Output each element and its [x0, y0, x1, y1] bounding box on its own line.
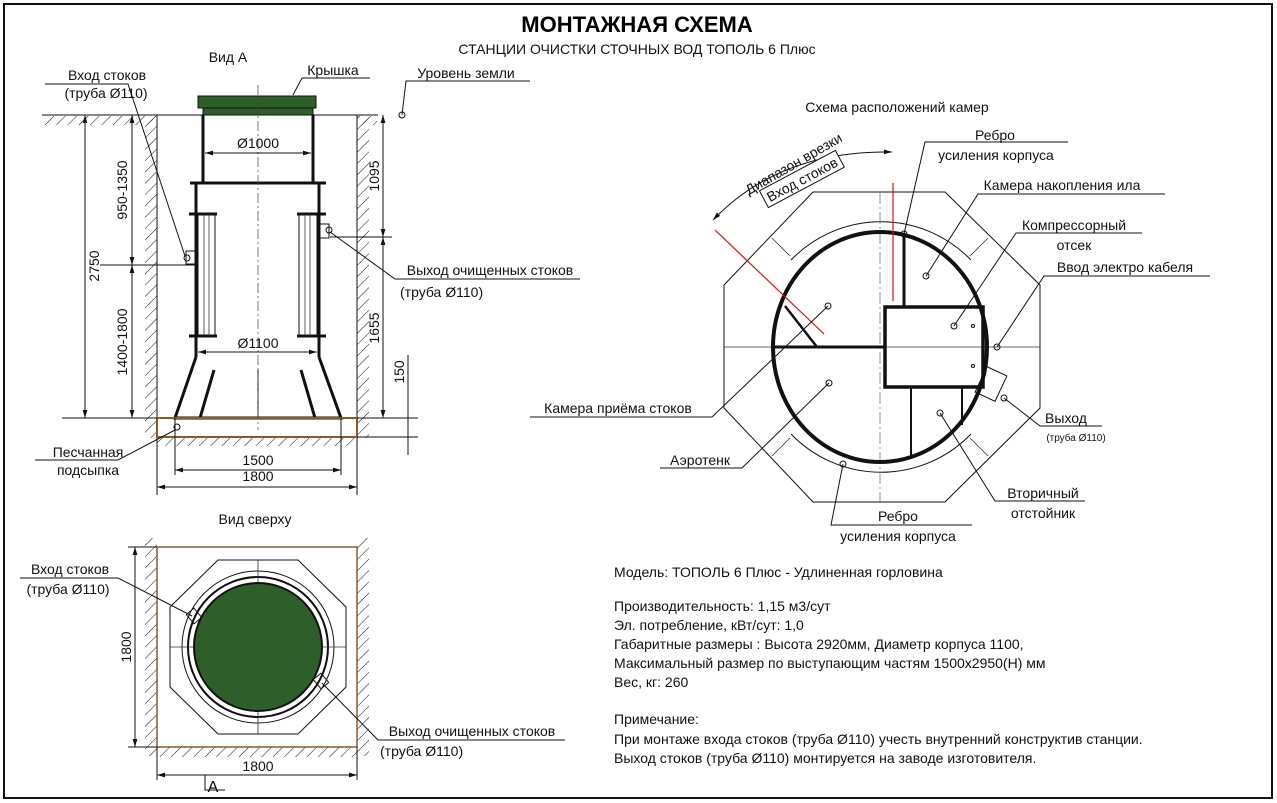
label-top-inlet: Вход стоков [31, 561, 109, 577]
spec-model: Модель: ТОПОЛЬ 6 Плюс - Удлиненная горло… [614, 564, 943, 580]
pit-wall-left-hatch [145, 116, 157, 438]
compressor-compartment [883, 305, 985, 389]
label-inlet-pipe: (труба Ø110) [64, 85, 147, 101]
dim-sand-thickness: 150 [391, 360, 407, 384]
sand-bedding [156, 417, 358, 438]
label-outlet-pipe: (труба Ø110) [1046, 432, 1105, 444]
spec-power: Эл. потребление, кВт/сут: 1,0 [614, 617, 804, 633]
spec-dimensions: Габаритные размеры : Высота 2920мм, Диам… [614, 636, 1024, 652]
outlet-pipe-stub [318, 223, 330, 239]
dim-pit-width: 1800 [242, 468, 273, 484]
dim-top-horizontal: 1800 [242, 758, 273, 774]
note-inlet: При монтаже входа стоков (труба Ø110) уч… [614, 731, 1143, 747]
top-view-title: Вид сверху [219, 511, 292, 527]
label-ground-level: Уровень земли [417, 65, 514, 81]
label-inlet: Вход стоков [68, 67, 146, 83]
dim-outlet-depth: 1095 [366, 160, 382, 191]
ground-hatch-left [45, 116, 157, 125]
cover-lid [197, 95, 317, 109]
label-sand-2: подсыпка [57, 462, 119, 478]
label-compressor: Компрессорный [1022, 217, 1126, 233]
chamber-layout-title: Схема расположений камер [805, 99, 989, 115]
label-top-outlet-pipe: (труба Ø110) [380, 743, 463, 759]
label-rib-bottom-2: усиления корпуса [840, 528, 956, 544]
dim-inlet-height: 1400-1800 [114, 308, 130, 375]
cut-range-arrow [712, 149, 893, 221]
label-cover: Крышка [307, 62, 359, 78]
note-title: Примечание: [614, 711, 699, 727]
drawing-title: МОНТАЖНАЯ СХЕМА [521, 12, 753, 37]
label-sludge-chamber: Камера накопления ила [984, 177, 1141, 193]
dim-body-diameter: Ø1100 [238, 335, 279, 351]
label-sand: Песчанная [53, 444, 124, 460]
top-view: Вид сверху 1800 1800 A Вход стоков (труб… [20, 511, 565, 796]
dim-neck-diameter: Ø1000 [237, 135, 279, 151]
outlet-pipe-box [974, 365, 1008, 403]
spec-capacity: Производительность: 1,15 м3/сут [614, 598, 831, 614]
label-top-inlet-pipe: (труба Ø110) [26, 581, 109, 597]
label-rib-top: Ребро [975, 127, 1015, 143]
spec-max-size: Максимальный размер по выступающим частя… [614, 655, 1046, 671]
inlet-pipe-stub [185, 250, 197, 265]
note-outlet: Выход стоков (труба Ø110) монтируется на… [614, 750, 1036, 766]
drawing-subtitle: СТАНЦИИ ОЧИСТКИ СТОЧНЫХ ВОД ТОПОЛЬ 6 Плю… [458, 41, 815, 57]
dim-outlet-height: 1655 [366, 312, 382, 343]
label-rib-bottom: Ребро [878, 508, 918, 524]
label-outlet: Выход [1045, 410, 1087, 426]
chamber-octagon [723, 191, 1041, 503]
dim-inlet-depth: 950-1350 [114, 160, 130, 219]
label-outlet: Выход очищенных стоков [407, 262, 573, 278]
sheet-border [3, 3, 1273, 799]
pit-bottom-hatch [157, 438, 357, 446]
chamber-layout: Схема расположений камер Диапазон врезки… [530, 99, 1210, 544]
label-top-outlet: Выход очищенных стоков [389, 723, 555, 739]
section-mark-a: A [208, 779, 219, 796]
side-view-title: Вид А [209, 49, 248, 65]
pit-wall-right-hatch [357, 116, 369, 438]
label-rib-top-2: усиления корпуса [938, 147, 1054, 163]
side-view: Вид А [35, 49, 580, 495]
dim-total-depth: 2750 [86, 250, 102, 281]
label-secondary-clarifier: Вторичный [1007, 485, 1078, 501]
label-secondary-clarifier-2: отстойник [1011, 505, 1076, 521]
dim-top-vertical: 1800 [118, 631, 134, 662]
label-cable-input: Ввод электро кабеля [1057, 259, 1193, 275]
green-lid [193, 582, 323, 712]
base-octagon [169, 559, 347, 735]
label-aerotank: Аэротенк [670, 452, 731, 468]
dim-base-width: 1500 [242, 452, 273, 468]
label-compressor-2: отсек [1057, 237, 1093, 253]
cut-range-line [714, 229, 825, 335]
label-outlet-pipe: (труба Ø110) [400, 284, 483, 300]
specifications: Модель: ТОПОЛЬ 6 Плюс - Удлиненная горло… [614, 564, 1143, 766]
label-receiving-chamber: Камера приёма стоков [544, 400, 692, 416]
spec-weight: Вес, кг: 260 [614, 674, 688, 690]
